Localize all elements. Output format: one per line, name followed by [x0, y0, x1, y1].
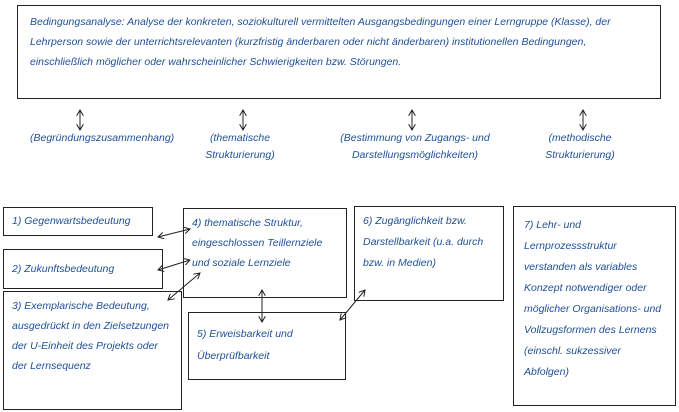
box-text: 7) Lehr- und Lernprozessstruktur verstan… [524, 219, 662, 378]
box-exemplary-significance: 3) Exemplarische Bedeutung, ausgedrückt … [3, 291, 182, 410]
box-text: 3) Exemplarische Bedeutung, ausgedrückt … [12, 300, 170, 372]
box-future-significance: 2) Zukunftsbedeutung [3, 249, 163, 289]
category-access: (Bestimmung von Zugangs- und Darstellung… [340, 132, 490, 161]
box-present-significance: 1) Gegenwartsbedeutung [3, 207, 153, 236]
box-text: 5) Erweisbarkeit und Überprüfbarkeit [197, 328, 293, 362]
box-verifiability: 5) Erweisbarkeit und Überprüfbarkeit [188, 312, 346, 380]
category-methodical: (methodische Strukturierung) [545, 132, 615, 161]
box-thematic-structure: 4) thematische Struktur, eingeschlossen … [183, 208, 347, 298]
box-text: 4) thematische Struktur, eingeschlossen … [192, 217, 323, 269]
box-accessibility: 6) Zugänglichkeit bzw. Darstellbarkeit (… [354, 206, 504, 301]
category-justification: (Begründungszusammenhang) [30, 132, 175, 144]
box-process-structure: 7) Lehr- und Lernprozessstruktur verstan… [513, 206, 676, 406]
box-text: 2) Zukunftsbedeutung [12, 263, 115, 275]
analysis-box: Bedingungsanalyse: Analyse der konkreten… [17, 5, 661, 99]
analysis-text: Bedingungsanalyse: Analyse der konkreten… [30, 16, 611, 68]
box-text: 1) Gegenwartsbedeutung [12, 215, 131, 227]
box-text: 6) Zugänglichkeit bzw. Darstellbarkeit (… [363, 215, 484, 269]
category-thematic: (thematische Strukturierung) [205, 132, 275, 161]
